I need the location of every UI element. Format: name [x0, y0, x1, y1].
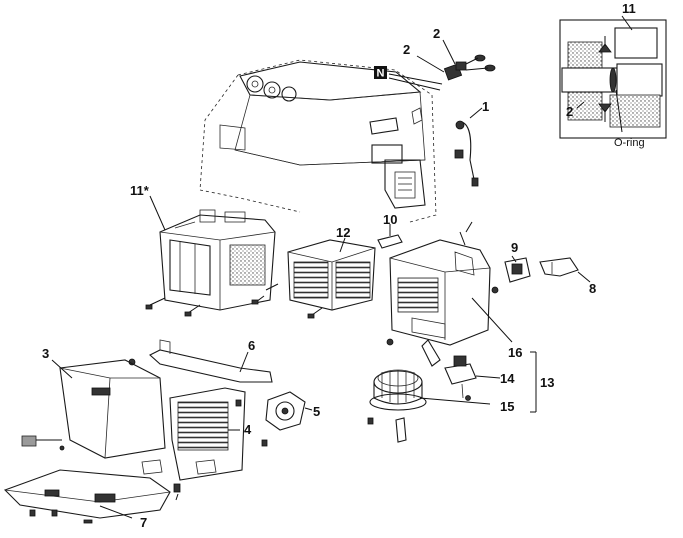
speaker-5 — [261, 391, 313, 447]
label-part-11: 11 — [622, 1, 636, 16]
reinforcement-6 — [128, 339, 273, 407]
label-part-13: 13 — [540, 375, 554, 390]
group-bracket-13 — [530, 351, 537, 413]
lower-cover-7 — [4, 469, 171, 524]
label-part-9: 9 — [511, 240, 518, 255]
label-part-4: 4 — [244, 422, 252, 437]
label-part-16: 16 — [508, 345, 522, 360]
clip-10 — [377, 224, 403, 249]
screw-assembly-2 — [388, 39, 496, 91]
blower-case-16 — [386, 221, 513, 367]
label-part-3: 3 — [42, 346, 49, 361]
glove-box-3 — [21, 359, 166, 459]
evaporator-12 — [287, 237, 376, 319]
n-marker: N — [374, 66, 387, 80]
bracket-8 — [539, 257, 591, 283]
label-part-10: 10 — [383, 212, 397, 227]
label-part-8: 8 — [589, 281, 596, 296]
o-ring-detail-inset — [559, 15, 667, 139]
label-o-ring: O-ring — [614, 137, 645, 149]
cable-1 — [454, 107, 483, 187]
label-part-1: 1 — [482, 99, 489, 114]
lower-panel-4 — [141, 387, 246, 501]
label-part-14: 14 — [500, 371, 515, 386]
resistor-14 — [444, 355, 501, 401]
label-part-11-star: 11* — [130, 183, 150, 198]
label-part-2a: 2 — [403, 42, 410, 57]
servo-9 — [504, 255, 531, 283]
n-box-label: N — [377, 68, 385, 80]
label-part-7: 7 — [140, 515, 147, 530]
blower-motor-15 — [367, 369, 491, 443]
label-part-6: 6 — [248, 338, 255, 353]
label-part-15: 15 — [500, 399, 514, 414]
heater-unit-11 — [145, 195, 279, 317]
label-part-5: 5 — [313, 404, 320, 419]
label-part-2b: 2 — [433, 26, 440, 41]
label-part-2c: 2 — [566, 104, 573, 119]
instrument-panel — [199, 59, 437, 223]
label-part-12: 12 — [336, 225, 350, 240]
